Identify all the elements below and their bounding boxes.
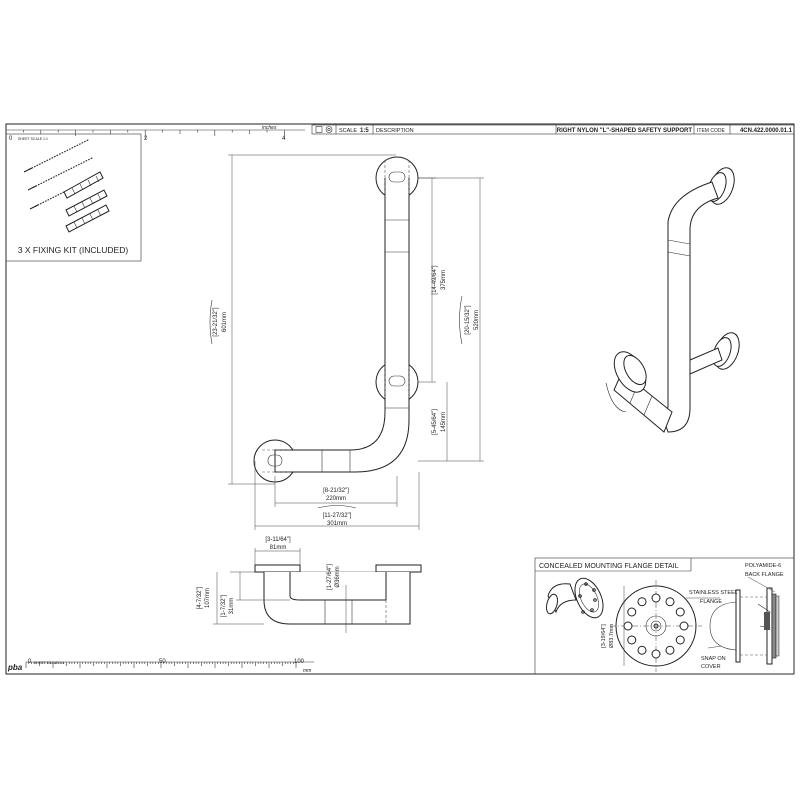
inch-ruler-unit: inches bbox=[262, 125, 277, 131]
flange-hole bbox=[665, 597, 675, 607]
flange-section-view bbox=[709, 587, 780, 665]
scale-label: SCALE bbox=[339, 128, 357, 134]
wall-plug-icon bbox=[63, 171, 104, 199]
flange-hole bbox=[665, 645, 675, 655]
dim-overall-height-mm: 601mm bbox=[222, 312, 228, 332]
flange-hole bbox=[675, 635, 685, 645]
scale-value: 1:5 bbox=[360, 128, 369, 134]
flange-hole bbox=[651, 593, 661, 603]
company-logo: pba bbox=[7, 663, 23, 672]
mm-ruler: pba 0 SHEET SCALE 1:1 50 100 mm bbox=[7, 659, 314, 674]
dim-projection-in: [4-7/32"] bbox=[197, 586, 203, 609]
mm-ruler-zero: 0 bbox=[28, 659, 32, 665]
dim-arm-in: [8-21/32"] bbox=[323, 488, 349, 494]
flange-hole bbox=[627, 635, 637, 645]
front-view: [23-21/32"] 601mm [14-49/64"] 375mm [20-… bbox=[209, 154, 484, 530]
dim-centers-in: [20-15/32"] bbox=[465, 305, 471, 334]
dim-overall-width-mm: 301mm bbox=[327, 521, 347, 527]
inch-ruler: 0 SHEET SCALE 1:1 2 inches 4 bbox=[5, 125, 305, 142]
title-block: SCALE 1:5 DESCRIPTION RIGHT NYLON "L"-SH… bbox=[311, 124, 795, 135]
mm-ruler-mark-50: 50 bbox=[159, 659, 166, 665]
flange-hole bbox=[623, 621, 633, 631]
dim-flange-dia-mm: 81mm bbox=[270, 545, 287, 551]
item-code-label: ITEM CODE bbox=[697, 128, 725, 134]
dim-arm-mm: 220mm bbox=[326, 496, 346, 502]
dim-lower-offset-mm: 145mm bbox=[441, 412, 447, 432]
inch-ruler-mark-4: 4 bbox=[282, 136, 286, 142]
dim-flange-dia-in: [3-11/64"] bbox=[265, 537, 291, 543]
dim-lower-offset-in: [5-45/64"] bbox=[432, 409, 438, 435]
flange-hole bbox=[675, 607, 685, 617]
wall-plug-icon bbox=[65, 189, 108, 217]
projection-symbol-icon bbox=[315, 126, 333, 133]
dim-tube-dia-in: [1-27/64"] bbox=[327, 564, 333, 590]
isometric-view bbox=[605, 167, 740, 433]
snap-label-1: SNAP ON bbox=[701, 656, 726, 662]
fixing-kit-panel: 3 X FIXING KIT (INCLUDED) bbox=[5, 133, 142, 262]
fixing-kit-caption: 3 X FIXING KIT (INCLUDED) bbox=[18, 245, 129, 255]
stainless-label-1: STAINLESS STEEL bbox=[689, 590, 738, 596]
inch-ruler-mark-2: 2 bbox=[144, 136, 148, 142]
dim-overall-width-in: [11-27/32"] bbox=[323, 513, 352, 519]
flange-hole bbox=[651, 649, 661, 659]
flange-dia-in: [3-19/64"] bbox=[601, 624, 607, 648]
dim-upper-span-mm: 375mm bbox=[441, 270, 447, 290]
sheet-border bbox=[5, 123, 795, 675]
dim-projection-mm: 107mm bbox=[205, 588, 211, 608]
flange-front-view: [3-19/64"] Ø83.7mm bbox=[601, 580, 702, 672]
snap-label-2: COVER bbox=[701, 664, 721, 670]
mm-ruler-mark-100: 100 bbox=[294, 659, 305, 665]
inch-ruler-zero: 0 bbox=[9, 136, 13, 142]
flange-hole bbox=[637, 597, 647, 607]
dim-upper-span-in: [14-49/64"] bbox=[432, 265, 438, 294]
flange-hole bbox=[679, 621, 689, 631]
wall-plug-icon bbox=[65, 204, 110, 233]
flange-hole bbox=[637, 645, 647, 655]
inch-ruler-sheet-scale: SHEET SCALE 1:1 bbox=[18, 137, 48, 141]
flange-dia-mm: Ø83.7mm bbox=[609, 624, 615, 649]
mm-ruler-unit: mm bbox=[303, 668, 311, 674]
dim-overall-height-in: [23-21/32"] bbox=[213, 307, 219, 336]
description-label: DESCRIPTION bbox=[376, 128, 414, 134]
item-code: 4CN.422.0000.01.1 bbox=[740, 128, 793, 134]
stainless-label-2: FLANGE bbox=[700, 599, 722, 605]
flange-detail-panel: CONCEALED MOUNTING FLANGE DETAIL [3-19/6… bbox=[534, 557, 795, 675]
part-description: RIGHT NYLON "L"-SHAPED SAFETY SUPPORT bbox=[557, 128, 693, 134]
side-view: [3-11/64"] 81mm [4-7/32"] 107mm [1-7/32"… bbox=[197, 537, 422, 633]
screw-icon bbox=[23, 139, 89, 173]
polyamide-label-2: BACK FLANGE bbox=[745, 572, 784, 578]
dim-centers-mm: 520mm bbox=[474, 310, 480, 330]
polyamide-label-1: POLYAMIDE-6 bbox=[745, 563, 781, 569]
mm-ruler-sheet-scale: SHEET SCALE 1:1 bbox=[34, 661, 64, 665]
concealed-flange-iso-icon bbox=[546, 577, 604, 619]
dim-tube-dia-mm: Ø36mm bbox=[335, 566, 341, 587]
screw-icon bbox=[27, 157, 93, 191]
dim-clearance-mm: 31mm bbox=[229, 598, 235, 615]
flange-detail-title: CONCEALED MOUNTING FLANGE DETAIL bbox=[539, 563, 679, 570]
dim-clearance-in: [1-7/32"] bbox=[221, 594, 227, 617]
flange-hole bbox=[627, 607, 637, 617]
